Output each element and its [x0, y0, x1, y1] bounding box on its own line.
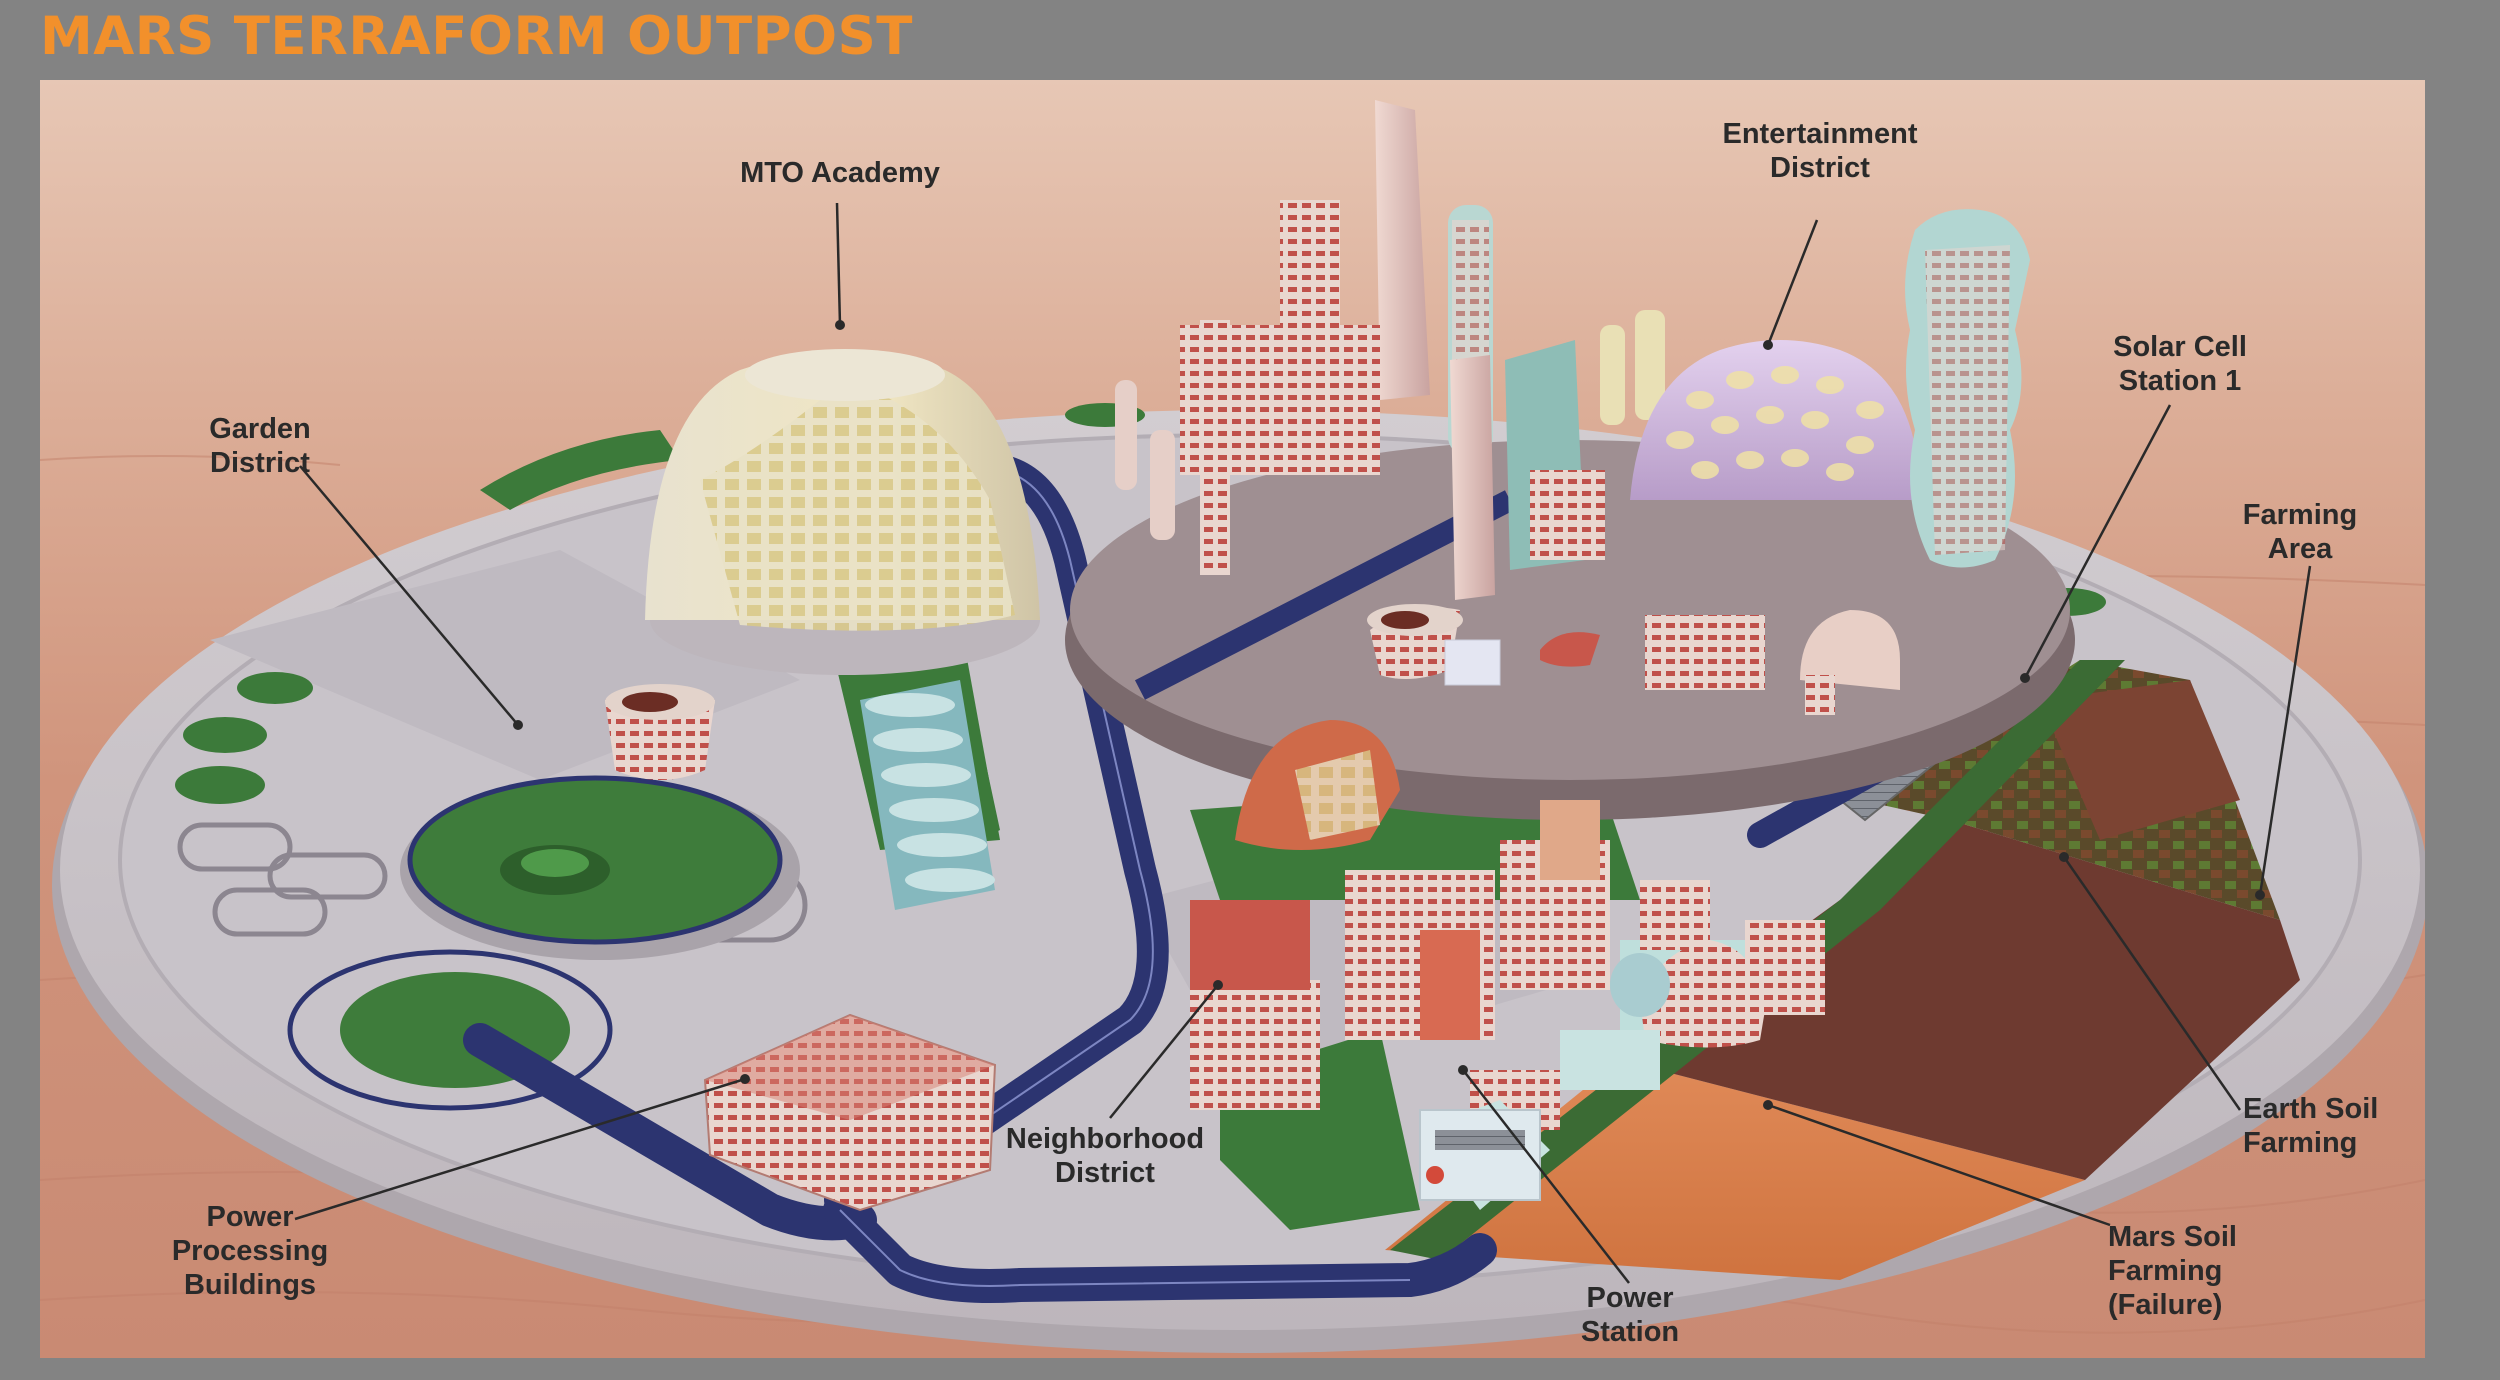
outpost-illustration — [40, 100, 2425, 1353]
label-power-station: Power Station — [1580, 1282, 1680, 1348]
label-mto-academy: MTO Academy — [740, 157, 940, 189]
label-mars-soil-farming: Mars Soil Farming (Failure) — [2108, 1221, 2237, 1321]
label-power-processing-buildings: Power Processing Buildings — [171, 1201, 329, 1301]
label-farming-area: Farming Area — [2242, 499, 2358, 565]
garden-pads — [175, 672, 808, 943]
label-neighborhood-district: Neighborhood District — [1005, 1123, 1205, 1189]
outpost-scene: MTO Academy Entertainment District Garde… — [40, 80, 2425, 1358]
page-title: MARS TERRAFORM OUTPOST — [40, 6, 913, 67]
power-processing-buildings — [703, 1013, 997, 1212]
tunnel-pods — [860, 680, 995, 910]
garden-district — [400, 775, 800, 960]
garden-pavilion — [605, 684, 715, 780]
road-lines — [839, 469, 1411, 1287]
label-entertainment-district: Entertainment District — [1722, 118, 1918, 184]
label-leader-dots — [513, 320, 2265, 1110]
mto-academy-building — [645, 349, 1040, 675]
power-station-building — [1419, 1109, 1541, 1201]
label-earth-soil-farming: Earth Soil Farming — [2243, 1093, 2379, 1159]
label-solar-cell-station: Solar Cell Station 1 — [2113, 331, 2247, 397]
entertainment-buildings — [1115, 100, 2030, 715]
label-leader-lines — [294, 202, 2312, 1284]
label-garden-district: Garden District — [209, 413, 311, 479]
neighborhood-buildings — [1190, 720, 1825, 1210]
